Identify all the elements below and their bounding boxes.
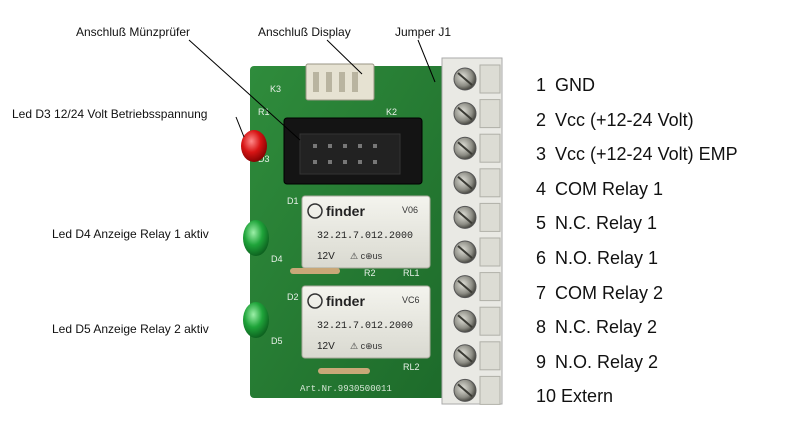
terminal-wire-entry xyxy=(479,272,501,302)
terminal-screw-slot xyxy=(457,245,473,259)
terminal-wire-entry xyxy=(479,375,501,405)
terminal-wire-entry xyxy=(479,133,501,163)
relay-1-brand: finder xyxy=(326,203,365,219)
board-d5-label: D5 xyxy=(271,336,283,346)
terminal-number: 6 xyxy=(536,247,547,268)
terminal-number: 3 xyxy=(536,144,547,165)
relay-2-part: 32.21.7.012.2000 xyxy=(317,321,413,332)
pointer-lines xyxy=(188,39,436,141)
terminal-label: Extern xyxy=(561,386,614,407)
terminal-number: 9 xyxy=(536,351,547,372)
terminal-item: 6 N.O. Relay 1 xyxy=(536,241,738,276)
board-d1-label: D1 xyxy=(287,196,299,206)
board-art-nr: Art.Nr.9930500011 xyxy=(300,384,392,394)
terminal-wire-entry xyxy=(479,237,501,267)
terminal-label: Vcc (+12-24 Volt) xyxy=(555,109,694,130)
terminal-wire-entry xyxy=(479,202,501,232)
terminal-item: 1 GND xyxy=(536,68,738,103)
terminal-item: 2 Vcc (+12-24 Volt) xyxy=(536,103,738,138)
terminal-label: Vcc (+12-24 Volt) EMP xyxy=(555,144,738,165)
terminal-number: 10 xyxy=(536,386,557,407)
relay-1-ul-mark: ⚠ c⊕us xyxy=(350,251,383,261)
terminal-item: 9 N.O. Relay 2 xyxy=(536,345,738,380)
relay-1-model: V06 xyxy=(402,205,418,215)
relay-1 xyxy=(301,195,431,269)
terminal-wire-entry xyxy=(479,99,501,129)
terminal-screw-slot xyxy=(457,176,473,190)
relay-2-model: VC6 xyxy=(402,295,420,305)
terminal-label: COM Relay 1 xyxy=(555,178,664,199)
terminal-number: 5 xyxy=(536,213,547,234)
coin-connector-pins xyxy=(313,144,377,164)
board-k2-label: K2 xyxy=(386,107,397,117)
board-k3-label: K3 xyxy=(270,84,281,94)
board-r1-label: R1 xyxy=(258,107,270,117)
terminal-number: 1 xyxy=(536,75,547,95)
terminal-screw-slot xyxy=(457,141,473,155)
terminal-screw-slot xyxy=(457,383,473,398)
terminal-label: N.O. Relay 1 xyxy=(555,247,659,268)
board-d3-label: D3 xyxy=(258,154,270,164)
terminal-screw-slot xyxy=(457,279,473,294)
terminal-item: 10 Extern xyxy=(536,379,738,414)
led-d5-green xyxy=(243,302,269,338)
board-d2-label: D2 xyxy=(287,292,299,302)
terminal-wire-entry xyxy=(479,306,501,336)
jumper-label: Jumper J1 xyxy=(395,25,452,39)
terminal-item: 7 COM Relay 2 xyxy=(536,276,738,311)
terminal-item: 4 COM Relay 1 xyxy=(536,172,738,207)
relay-1-voltage: 12V xyxy=(317,251,335,262)
terminal-screws xyxy=(453,64,501,405)
board-rl1-label: RL1 xyxy=(403,268,420,278)
relay-2-ul-mark: ⚠ c⊕us xyxy=(350,341,383,351)
terminal-number: 4 xyxy=(536,178,547,199)
relay-1-part: 32.21.7.012.2000 xyxy=(317,231,413,242)
terminal-item: 5 N.C. Relay 1 xyxy=(536,206,738,241)
terminal-item: 3 Vcc (+12-24 Volt) EMP xyxy=(536,137,738,172)
terminal-screw-slot xyxy=(457,210,473,225)
relay-2-brand: finder xyxy=(326,293,365,309)
relay-2 xyxy=(301,285,431,359)
terminal-label: N.C. Relay 1 xyxy=(555,213,658,234)
display-connector-pins xyxy=(313,72,358,92)
terminal-screw-slot xyxy=(457,349,473,363)
led-d4-label: Led D4 Anzeige Relay 1 aktiv xyxy=(52,227,209,241)
terminal-screw-slot xyxy=(457,72,473,86)
resistor-r2 xyxy=(290,268,340,274)
relay-2-voltage: 12V xyxy=(317,341,335,352)
display-connector-label: Anschluß Display xyxy=(258,25,351,39)
board-rl2-label: RL2 xyxy=(403,362,420,372)
coin-connector-label: Anschluß Münzprüfer xyxy=(76,25,191,39)
terminal-item: 8 N.C. Relay 2 xyxy=(536,310,738,345)
terminal-wire-entry xyxy=(479,168,501,198)
terminal-wire-entry xyxy=(479,64,501,94)
terminal-number: 8 xyxy=(536,317,547,338)
terminal-label: N.O. Relay 2 xyxy=(555,351,659,372)
terminal-screw-slot xyxy=(457,106,473,121)
terminal-label: GND xyxy=(555,75,596,95)
terminal-number: 2 xyxy=(536,109,547,130)
resistor-bottom xyxy=(318,368,370,374)
terminal-wire-entry xyxy=(479,341,501,371)
led-d5-label: Led D5 Anzeige Relay 2 aktiv xyxy=(52,322,209,336)
led-d3-red xyxy=(241,130,267,162)
board-r2-label: R2 xyxy=(364,268,376,278)
board-d4-label: D4 xyxy=(271,254,283,264)
led-d4-green xyxy=(243,220,269,256)
terminal-number: 7 xyxy=(536,282,547,303)
led-d3-label: Led D3 12/24 Volt Betriebsspannung xyxy=(12,107,208,121)
terminal-label: N.C. Relay 2 xyxy=(555,317,658,338)
terminal-screw-slot xyxy=(457,314,473,328)
terminal-label: COM Relay 2 xyxy=(555,282,664,303)
